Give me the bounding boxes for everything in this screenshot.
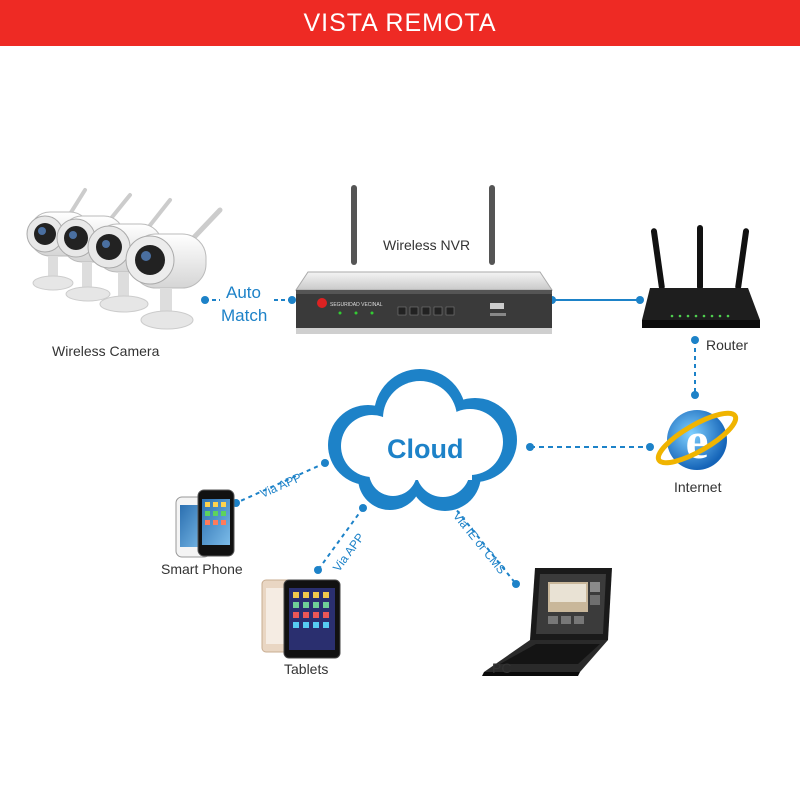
tablets-image [261,579,341,659]
cloud-pc-link [446,497,517,585]
banner-title: VISTA REMOTA [303,8,497,37]
title-banner: VISTA REMOTA [0,0,800,46]
router-image [642,225,760,328]
pc-label: PC [492,660,512,676]
auto-match-line1: Auto [226,283,261,302]
wireless-camera-image [26,188,223,330]
cloud-shape [328,369,517,511]
nvr-brand-text: SEGURIDAD VECINAL [330,302,383,308]
pc-laptop-image [482,568,612,676]
tablet-label: Tablets [284,661,329,677]
cloud-phone-link [235,462,326,504]
nvr-label: Wireless NVR [383,237,471,253]
camera-label: Wireless Camera [52,343,160,359]
phone-label: Smart Phone [161,561,243,577]
internet-icon: e [655,410,739,470]
wireless-nvr-image: SEGURIDAD VECINAL [295,185,553,334]
router-label: Router [706,337,749,353]
smart-phone-image [175,489,235,558]
auto-match-line2: Match [221,306,268,325]
internet-label: Internet [674,479,722,495]
cloud-label: Cloud [387,434,464,464]
